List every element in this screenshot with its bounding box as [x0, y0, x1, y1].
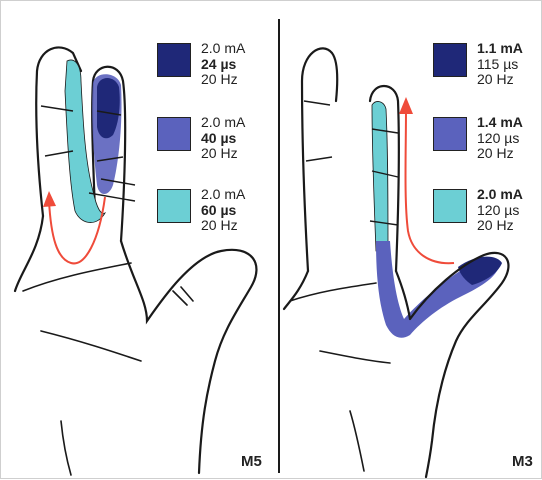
legend-frequency: 20 Hz [477, 218, 523, 234]
legend-pulse-width: 120 µs [477, 131, 523, 147]
legend-current: 2.0 mA [201, 115, 245, 131]
legend-frequency: 20 Hz [201, 218, 245, 234]
panel-label: M5 [241, 453, 262, 470]
swatch-dark-blue [433, 43, 467, 77]
palm-lines [290, 283, 390, 471]
legend-current: 1.1 mA [477, 41, 523, 57]
legend-current: 2.0 mA [201, 41, 245, 57]
legend-current: 1.4 mA [477, 115, 523, 131]
palm-outline [15, 216, 256, 473]
legend-pulse-width: 115 µs [477, 57, 523, 73]
legend-frequency: 20 Hz [477, 72, 523, 88]
legend-current: 2.0 mA [201, 187, 245, 203]
legend-text: 2.0 mA 60 µs 20 Hz [201, 187, 245, 234]
legend-text: 2.0 mA 120 µs 20 Hz [477, 187, 523, 234]
panel-label: M3 [512, 453, 533, 470]
legend-pulse-width: 40 µs [201, 131, 245, 147]
panel-m5: 2.0 mA 24 µs 20 Hz 2.0 mA 40 µs 20 Hz 2.… [1, 1, 277, 480]
swatch-cyan [433, 189, 467, 223]
legend-text: 2.0 mA 40 µs 20 Hz [201, 115, 245, 162]
legend-pulse-width: 60 µs [201, 203, 245, 219]
legend-frequency: 20 Hz [201, 72, 245, 88]
legend-pulse-width: 120 µs [477, 203, 523, 219]
swatch-medium-blue [433, 117, 467, 151]
legend-text: 1.4 mA 120 µs 20 Hz [477, 115, 523, 162]
legend-frequency: 20 Hz [477, 146, 523, 162]
stim-region-cyan [372, 102, 388, 251]
legend-frequency: 20 Hz [201, 146, 245, 162]
legend-current: 2.0 mA [477, 187, 523, 203]
swatch-dark-blue [157, 43, 191, 77]
swatch-medium-blue [157, 117, 191, 151]
panel-m3: 1.1 mA 115 µs 20 Hz 1.4 mA 120 µs 20 Hz … [280, 1, 542, 480]
arrow-head [399, 97, 413, 114]
index-finger-outline [302, 48, 337, 271]
legend-text: 1.1 mA 115 µs 20 Hz [477, 41, 523, 88]
arrow-head [43, 191, 56, 207]
swatch-cyan [157, 189, 191, 223]
legend-pulse-width: 24 µs [201, 57, 245, 73]
legend-text: 2.0 mA 24 µs 20 Hz [201, 41, 245, 88]
